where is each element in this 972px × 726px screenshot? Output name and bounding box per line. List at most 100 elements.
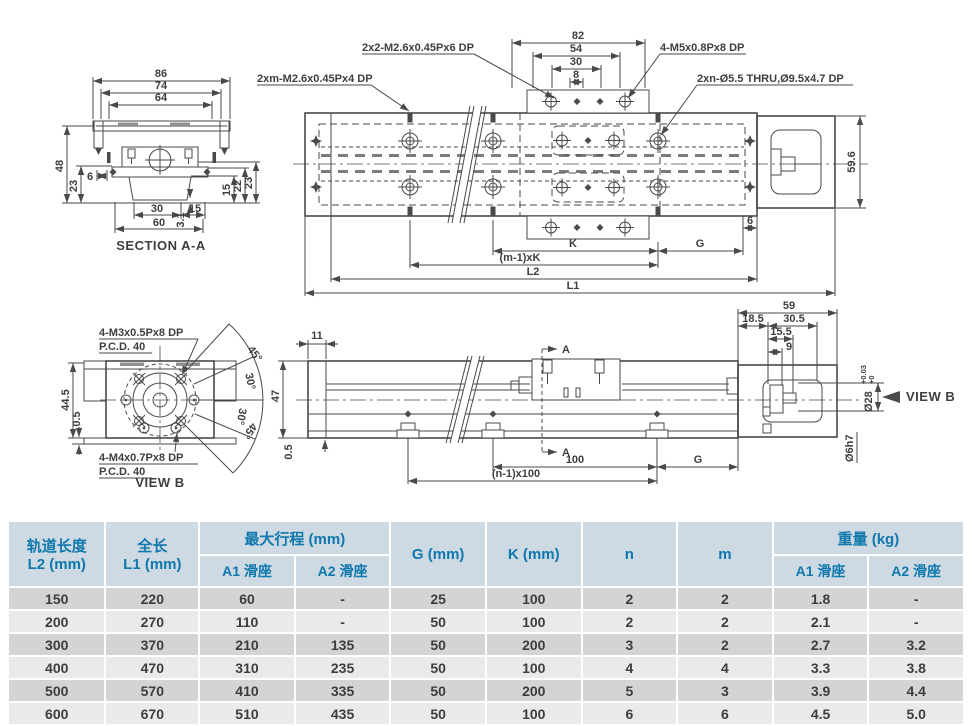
cell-g: 50 xyxy=(391,703,485,724)
drawing-svg: 86 74 64 48 23 6 30 15 60 3.1 15 xyxy=(54,30,955,490)
cell-g: 50 xyxy=(391,611,485,632)
header-rail-length-line1: 轨道长度 xyxy=(26,538,87,555)
technical-drawing: 86 74 64 48 23 6 30 15 60 3.1 15 xyxy=(54,30,955,490)
dim-15r-label: 15 xyxy=(221,184,233,196)
cell-g: 25 xyxy=(391,588,485,609)
callout-2x2-m26: 2x2-M2.6x0.45Px6 DP xyxy=(362,42,474,54)
header-weight: 重量 (kg) xyxy=(773,522,963,554)
callout-4-m4: 4-M4x0.7Px8 DP xyxy=(99,452,183,464)
table-row: 400 470 310 235 50 100 4 4 3.3 3.8 xyxy=(9,657,963,678)
cell-weight-a1: 2.1 xyxy=(773,611,868,632)
dim-82-label: 82 xyxy=(572,30,584,42)
callout-4-m5: 4-M5x0.8Px8 DP xyxy=(660,42,744,54)
table-row: 300 370 210 135 50 200 3 2 2.7 3.2 xyxy=(9,634,963,655)
angle-30-top-label: 30° xyxy=(242,372,257,391)
header-stroke-a1: A1 滑座 xyxy=(200,556,294,586)
header-k: K (mm) xyxy=(486,522,581,586)
dim-9-label: 9 xyxy=(786,341,792,353)
cell-l1: 270 xyxy=(106,611,199,632)
cell-l2: 500 xyxy=(9,680,105,701)
table-row: 200 270 110 - 50 100 2 2 2.1 - xyxy=(9,611,963,632)
cell-weight-a1: 2.7 xyxy=(773,634,868,655)
dim-23r-label: 23 xyxy=(243,177,255,189)
cell-stroke-a2: 435 xyxy=(295,703,390,724)
cell-stroke-a2: - xyxy=(295,611,390,632)
header-weight-a1: A1 滑座 xyxy=(773,556,868,586)
cell-g: 50 xyxy=(391,634,485,655)
table-row: 150 220 60 - 25 100 2 2 1.8 - xyxy=(9,588,963,609)
header-total-length: 全长 L1 (mm) xyxy=(106,522,199,586)
cell-l2: 600 xyxy=(9,703,105,724)
cell-k: 200 xyxy=(486,680,581,701)
dim-15b-label: 15 xyxy=(189,203,201,215)
cell-l2: 400 xyxy=(9,657,105,678)
dim-15-5-label: 15.5 xyxy=(770,326,791,338)
dim-59-6-label: 59.6 xyxy=(846,151,858,172)
cell-m: 2 xyxy=(678,611,772,632)
dia-6h7-label: Ø6h7 xyxy=(844,434,856,462)
dim-47-label: 47 xyxy=(270,390,282,402)
dim-86-label: 86 xyxy=(155,68,167,80)
cell-stroke-a1: 210 xyxy=(200,634,294,655)
dim-11-label: 11 xyxy=(311,330,323,342)
cell-l1: 370 xyxy=(106,634,199,655)
cell-n: 2 xyxy=(582,611,677,632)
cell-weight-a2: 4.4 xyxy=(869,680,963,701)
section-aa-view: 86 74 64 48 23 6 30 15 60 3.1 15 xyxy=(54,68,260,253)
cell-k: 100 xyxy=(486,657,581,678)
cell-weight-a1: 1.8 xyxy=(773,588,868,609)
cell-l2: 200 xyxy=(9,611,105,632)
header-g: G (mm) xyxy=(391,522,485,586)
table-row: 600 670 510 435 50 100 6 6 4.5 5.0 xyxy=(9,703,963,724)
section-aa-title: SECTION A-A xyxy=(116,238,206,253)
header-total-length-line1: 全长 xyxy=(137,538,168,555)
cell-l2: 300 xyxy=(9,634,105,655)
dim-74-label: 74 xyxy=(155,80,168,92)
cell-weight-a2: - xyxy=(869,588,963,609)
dim-30-5-label: 30.5 xyxy=(783,313,804,325)
dim-8-label: 8 xyxy=(573,69,579,81)
dim-23l-label: 23 xyxy=(68,180,80,192)
header-total-length-line2: L1 (mm) xyxy=(123,556,182,573)
header-weight-a2: A2 滑座 xyxy=(869,556,963,586)
header-rail-length-line2: L2 (mm) xyxy=(27,556,86,573)
plan-view: 59.6 82 54 30 8 2x2-M2.6x0.45Px6 DP 2xm-… xyxy=(257,30,868,297)
angle-30-bot-label: 30° xyxy=(234,407,249,425)
cell-weight-a2: 3.2 xyxy=(869,634,963,655)
spec-table: 轨道长度 L2 (mm) 全长 L1 (mm) 最大行程 (mm) G (mm)… xyxy=(7,520,965,726)
dim-48-label: 48 xyxy=(54,160,66,172)
dia-28-tol-hi: +0.03 xyxy=(859,365,868,384)
dim-6p-label: 6 xyxy=(747,215,753,227)
cell-stroke-a1: 110 xyxy=(200,611,294,632)
dim-l2-label: L2 xyxy=(527,266,540,278)
cell-weight-a1: 3.9 xyxy=(773,680,868,701)
dim-22-label: 22 xyxy=(232,180,244,192)
callout-2xn-thru: 2xn-Ø5.5 THRU,Ø9.5x4.7 DP xyxy=(697,73,844,85)
dia-28-tol-lo: +0 xyxy=(867,375,876,384)
cell-m: 4 xyxy=(678,657,772,678)
pcd-40-bot-label: P.C.D. 40 xyxy=(99,466,145,478)
cell-l2: 150 xyxy=(9,588,105,609)
dim-0-5s-label: 0.5 xyxy=(283,444,295,459)
cell-m: 6 xyxy=(678,703,772,724)
dim-30-label: 30 xyxy=(151,203,163,215)
header-rail-length: 轨道长度 L2 (mm) xyxy=(9,522,105,586)
cell-k: 100 xyxy=(486,703,581,724)
cell-stroke-a1: 410 xyxy=(200,680,294,701)
dim-18-5-label: 18.5 xyxy=(742,313,763,325)
dim-44-5-label: 44.5 xyxy=(60,389,72,410)
cell-stroke-a2: 135 xyxy=(295,634,390,655)
header-stroke-a2: A2 滑座 xyxy=(295,556,390,586)
cell-stroke-a1: 60 xyxy=(200,588,294,609)
view-b-view: 45° 30° 30° 45° 4-M3x0.5Px8 DP P.C.D. 40… xyxy=(60,323,264,490)
dim-gs-label: G xyxy=(694,454,703,466)
cell-g: 50 xyxy=(391,657,485,678)
cell-l1: 220 xyxy=(106,588,199,609)
dim-6-label: 6 xyxy=(87,171,93,183)
cell-stroke-a2: 235 xyxy=(295,657,390,678)
header-max-stroke: 最大行程 (mm) xyxy=(200,522,390,554)
cell-k: 100 xyxy=(486,588,581,609)
dim-60-label: 60 xyxy=(153,217,165,229)
cell-stroke-a1: 510 xyxy=(200,703,294,724)
cell-k: 100 xyxy=(486,611,581,632)
